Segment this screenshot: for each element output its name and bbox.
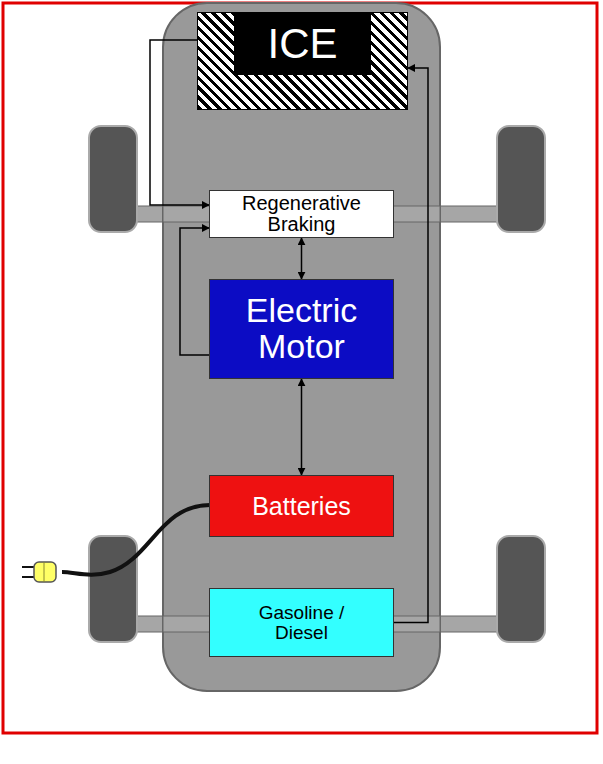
motor-box: Electric Motor (209, 279, 394, 379)
flow-arrow (301, 238, 303, 279)
wheel (497, 126, 545, 232)
flow-arrow (394, 68, 428, 623)
charging-cable (62, 505, 210, 575)
frame-border (3, 3, 597, 733)
plug (22, 562, 56, 582)
node-label: Batteries (248, 491, 355, 521)
battery-box: Batteries (209, 475, 394, 537)
node-label: Electric Motor (214, 291, 389, 366)
node-label: Regenerative Braking (214, 191, 389, 237)
wheel (497, 536, 545, 642)
node-label: Gasoline / Diesel (237, 601, 367, 645)
wheel (89, 126, 137, 232)
engine-box: ICE (197, 12, 408, 110)
regen-braking-box: Regenerative Braking (209, 190, 394, 238)
wheel (89, 536, 137, 642)
fuel-box: Gasoline / Diesel (209, 588, 394, 657)
flow-arrow (301, 379, 303, 475)
car-body (163, 3, 440, 691)
node-label: ICE (234, 13, 371, 75)
flow-arrow (180, 228, 209, 355)
